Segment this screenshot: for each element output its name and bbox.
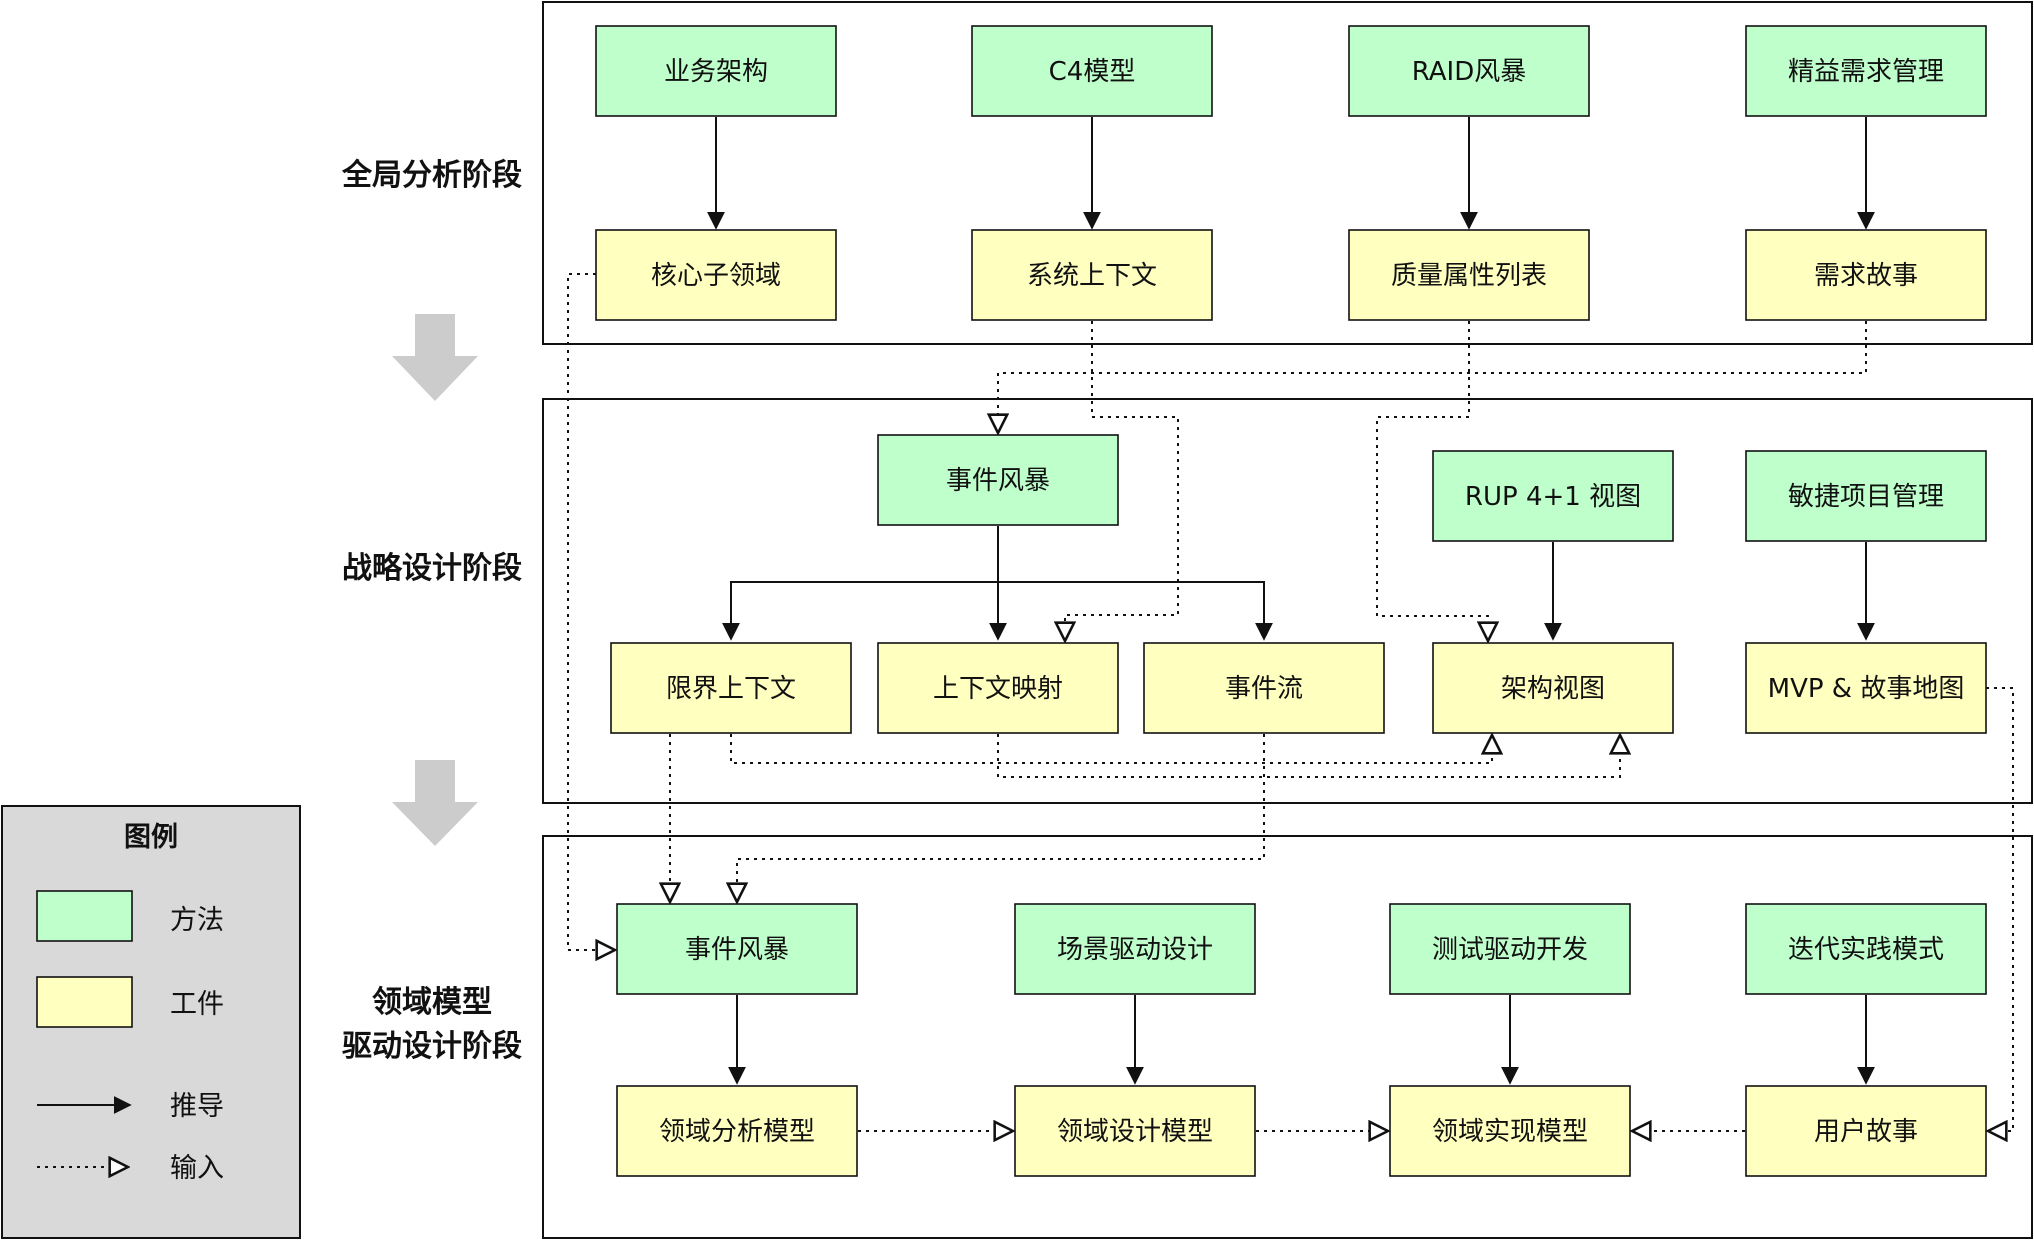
svg-text:RUP 4+1 视图: RUP 4+1 视图	[1465, 482, 1641, 512]
svg-text:系统上下文: 系统上下文	[1027, 261, 1157, 291]
node-requirement-story: 需求故事	[1745, 229, 1987, 321]
legend-swatch-method	[36, 890, 133, 942]
node-system-context: 系统上下文	[971, 229, 1213, 321]
svg-text:质量属性列表: 质量属性列表	[1391, 261, 1547, 291]
svg-text:用户故事: 用户故事	[1814, 1117, 1918, 1147]
svg-text:MVP & 故事地图: MVP & 故事地图	[1768, 674, 1965, 704]
node-quality-attributes: 质量属性列表	[1348, 229, 1590, 321]
input-line-bctx-to-archview	[730, 734, 1492, 764]
input-line-ctxmap-to-archview	[997, 734, 1620, 778]
node-implementation-model: 领域实现模型	[1389, 1085, 1631, 1177]
svg-text:架构视图: 架构视图	[1501, 674, 1605, 704]
phase-transition-arrow-2	[392, 760, 478, 846]
legend-swatch-artifact	[36, 976, 133, 1028]
node-lean-req: 精益需求管理	[1745, 25, 1987, 117]
legend-label-artifact: 工件	[170, 989, 224, 1020]
node-tdd: 测试驱动开发	[1389, 903, 1631, 995]
legend: 图例 方法 工件 推导 输入	[1, 805, 301, 1239]
node-event-storm-strategic: 事件风暴	[877, 434, 1119, 526]
svg-text:领域实现模型: 领域实现模型	[1432, 1117, 1588, 1147]
derive-line-eventstorm-branch	[722, 581, 1273, 641]
node-context-map: 上下文映射	[877, 642, 1119, 734]
node-architecture-view: 架构视图	[1432, 642, 1674, 734]
node-raid-storm: RAID风暴	[1348, 25, 1590, 117]
node-mvp-story-map: MVP & 故事地图	[1745, 642, 1987, 734]
svg-text:业务架构: 业务架构	[664, 57, 768, 87]
svg-text:核心子领域: 核心子领域	[651, 261, 781, 291]
phase-label-model-line2: 驱动设计阶段	[342, 1029, 522, 1064]
phase-box-model	[542, 835, 2033, 1239]
input-connectors	[567, 273, 2014, 1131]
legend-label-method: 方法	[170, 905, 224, 936]
node-design-model: 领域设计模型	[1014, 1085, 1256, 1177]
node-agile-pm: 敏捷项目管理	[1745, 450, 1987, 542]
phase-transition-arrow-1	[392, 314, 478, 401]
phase-label-strategic: 战略设计阶段	[342, 551, 522, 586]
node-iteration-patterns: 迭代实践模式	[1745, 903, 1987, 995]
svg-text:事件流: 事件流	[1225, 674, 1303, 704]
node-rup-view: RUP 4+1 视图	[1432, 450, 1674, 542]
svg-text:敏捷项目管理: 敏捷项目管理	[1788, 482, 1944, 512]
phase-box-strategic	[542, 398, 2033, 804]
input-line-mvp-to-userstory	[1986, 687, 2014, 1131]
derive-connectors	[707, 117, 1875, 1085]
svg-text:迭代实践模式: 迭代实践模式	[1788, 935, 1944, 965]
node-event-storm-model: 事件风暴	[616, 903, 858, 995]
svg-text:上下文映射: 上下文映射	[933, 674, 1063, 704]
input-line-eventflow-to-eventstorm2	[737, 734, 1265, 902]
legend-title: 图例	[124, 822, 178, 853]
svg-text:领域分析模型: 领域分析模型	[659, 1117, 815, 1147]
svg-text:测试驱动开发: 测试驱动开发	[1432, 935, 1588, 965]
node-scenario-driven: 场景驱动设计	[1014, 903, 1256, 995]
phase-label-global: 全局分析阶段	[341, 158, 522, 193]
legend-label-input: 输入	[170, 1153, 224, 1184]
input-line-sysctx-to-ctxmap	[1065, 321, 1179, 641]
node-bounded-context: 限界上下文	[610, 642, 852, 734]
phase-box-global	[542, 1, 2033, 345]
svg-text:需求故事: 需求故事	[1814, 261, 1918, 291]
svg-text:C4模型: C4模型	[1049, 57, 1136, 87]
node-user-story: 用户故事	[1745, 1085, 1987, 1177]
node-core-subdomain: 核心子领域	[595, 229, 837, 321]
phase-label-model-line1: 领域模型	[372, 985, 492, 1020]
svg-text:精益需求管理: 精益需求管理	[1788, 57, 1944, 87]
svg-text:领域设计模型: 领域设计模型	[1057, 1117, 1213, 1147]
legend-label-derive: 推导	[170, 1091, 224, 1122]
svg-text:事件风暴: 事件风暴	[946, 466, 1050, 496]
svg-text:限界上下文: 限界上下文	[666, 674, 796, 704]
input-line-core-to-eventstorm	[567, 273, 615, 950]
svg-text:事件风暴: 事件风暴	[685, 935, 789, 965]
svg-text:场景驱动设计: 场景驱动设计	[1057, 935, 1213, 965]
node-analysis-model: 领域分析模型	[616, 1085, 858, 1177]
node-c4-model: C4模型	[971, 25, 1213, 117]
node-event-flow: 事件流	[1143, 642, 1385, 734]
node-biz-arch: 业务架构	[595, 25, 837, 117]
input-line-reqstory-to-eventstorm	[998, 321, 1867, 433]
svg-text:RAID风暴: RAID风暴	[1412, 57, 1527, 87]
input-line-quality-to-archview	[1376, 321, 1488, 641]
